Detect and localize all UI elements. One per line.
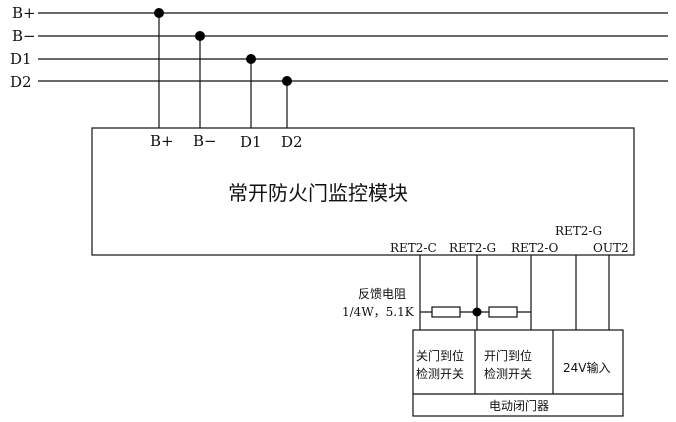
bus-lines <box>38 12 668 82</box>
door-closer-box <box>412 329 624 417</box>
terminal-label-ret2-g-right: RET2-G <box>555 224 602 238</box>
bus-label-b-minus: B− <box>12 27 36 45</box>
terminal-label-ret2-c: RET2-C <box>390 241 437 255</box>
terminal-label-d1: D1 <box>240 133 262 151</box>
closed-position-switch-label-2: 检测开关 <box>416 366 464 381</box>
feedback-resistor-network <box>420 306 531 318</box>
terminal-label-ret2-g: RET2-G <box>449 241 496 255</box>
junction-dot-ret2-g <box>472 307 482 317</box>
feedback-resistor-spec: 1/4W，5.1K <box>342 305 415 319</box>
resistor-left <box>431 306 461 318</box>
terminal-label-ret2-o: RET2-O <box>511 241 558 255</box>
module-title: 常开防火门监控模块 <box>228 181 408 205</box>
bus-label-d2: D2 <box>10 73 32 91</box>
open-position-switch-label-2: 检测开关 <box>484 366 532 381</box>
terminal-label-b-plus: B+ <box>150 132 174 150</box>
terminal-label-b-minus: B− <box>193 132 217 150</box>
junction-dot-b-plus <box>154 8 164 18</box>
door-closer-title: 电动闭门器 <box>489 398 549 413</box>
junction-dot-d1 <box>246 54 256 64</box>
closed-position-switch-label-1: 关门到位 <box>416 348 464 363</box>
resistor-right <box>488 306 518 318</box>
module-top-terminals: B+ B− D1 D2 <box>150 132 303 151</box>
open-position-switch-label-1: 开门到位 <box>484 348 532 363</box>
junction-dot-d2 <box>282 76 292 86</box>
output-wires <box>419 255 610 330</box>
terminal-label-out2: OUT2 <box>593 241 629 255</box>
bus-drops <box>154 8 292 128</box>
bus-labels: B+ B− D1 D2 <box>10 4 36 91</box>
monitoring-module-box <box>91 127 635 256</box>
bus-label-b-plus: B+ <box>12 4 36 22</box>
door-closer: 关门到位 检测开关 开门到位 检测开关 24V输入 电动闭门器 <box>412 329 624 417</box>
feedback-resistor-label: 反馈电阻 <box>358 287 406 301</box>
junction-dot-b-minus <box>195 31 205 41</box>
module-bottom-terminals: RET2-C RET2-G RET2-O RET2-G OUT2 <box>390 224 629 255</box>
terminal-label-d2: D2 <box>281 133 303 151</box>
bus-label-d1: D1 <box>10 50 32 68</box>
power-input-label: 24V输入 <box>563 360 610 375</box>
